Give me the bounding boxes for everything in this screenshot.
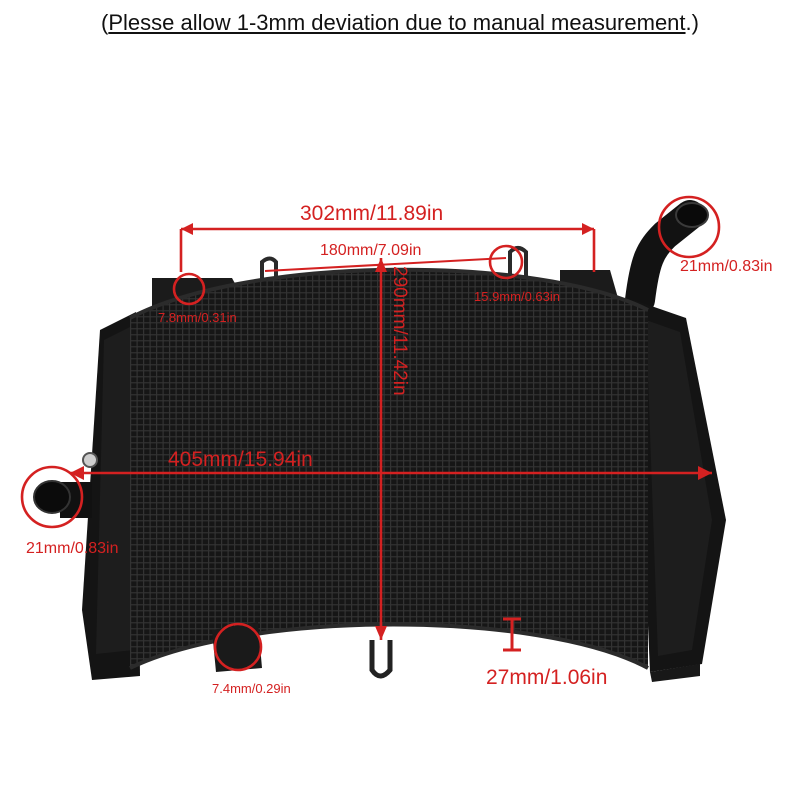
top-left-hole-label: 7.8mm/0.31in (158, 310, 237, 325)
inlet-pipe-opening (33, 480, 71, 514)
deviation-note-text: Plesse allow 1-3mm deviation due to manu… (108, 10, 686, 35)
height-label: 290mm/11.42in (389, 266, 410, 396)
thickness-label: 27mm/1.06in (486, 666, 608, 689)
radiator-core (130, 269, 648, 668)
arrow-heads (70, 223, 712, 640)
deviation-note: (Plesse allow 1-3mm deviation due to man… (101, 10, 699, 35)
bottom-center-loop (369, 640, 393, 679)
bleed-screw (82, 452, 98, 468)
bottom-mount-label: 7.4mm/0.29in (212, 681, 291, 696)
outlet-pipe (625, 200, 705, 315)
top-mount-loop-right (508, 246, 528, 276)
top-mount-loop-left (260, 256, 278, 282)
outlet-pipe-opening (675, 202, 709, 228)
top-right-hole-label: 15.9mm/0.63in (474, 289, 560, 304)
inlet-diameter-label: 21mm/0.83in (26, 540, 119, 557)
bottom-left-bracket (212, 622, 262, 672)
dimension-lines (20, 195, 721, 672)
outlet-diameter-label: 21mm/0.83in (680, 258, 773, 275)
upper-width-label: 180mm/7.09in (320, 242, 422, 259)
top-width-label: 302mm/11.89in (300, 202, 444, 225)
full-width-label: 405mm/15.94in (168, 448, 313, 471)
